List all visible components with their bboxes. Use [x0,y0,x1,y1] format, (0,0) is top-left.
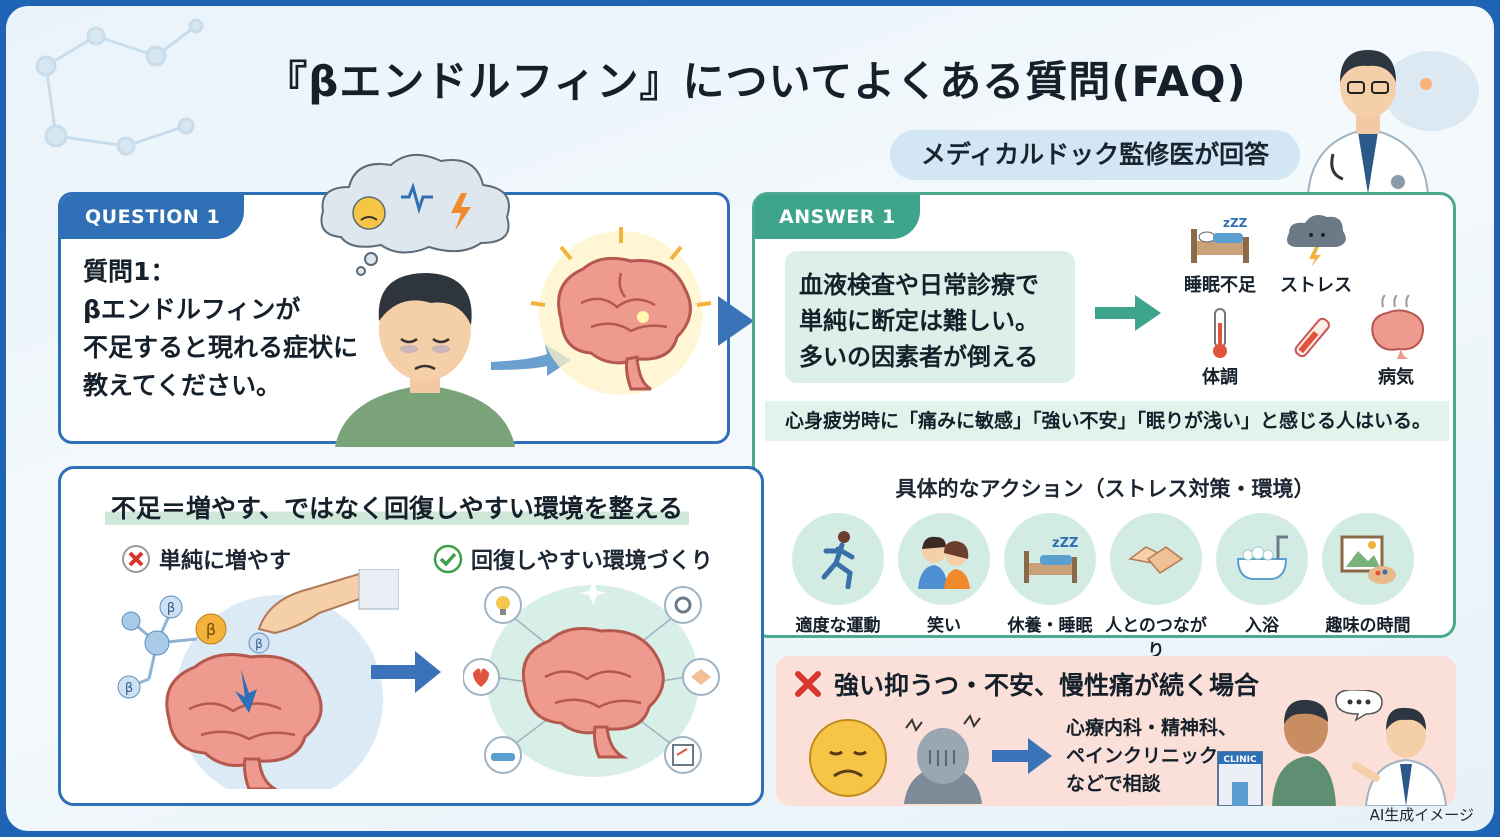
factor-sleep: zZZ 睡眠不足 [1175,215,1265,297]
arrow-right-icon [992,738,1052,774]
question-line: βエンドルフィンが [83,295,301,324]
action-label: 笑い [927,616,961,636]
thermometer-icon [1213,308,1227,358]
bed-icon: zZZ [1024,536,1078,583]
cross-icon [122,545,150,573]
factor-stress: ストレス [1271,211,1361,297]
molecule-decoration [35,18,204,156]
warning-line: ペインクリニック [1066,745,1219,767]
factor-label: 体調 [1202,367,1238,388]
tired-person-icon [335,273,515,447]
action-bath: 入浴 [1209,513,1315,636]
beta-label: β [125,681,133,696]
question-text: 質問1： βエンドルフィンが 不足すると現れる症状に 教えてください。 [83,253,358,405]
good-approach: 回復しやすい環境づくり [433,543,713,575]
action-label: 休養・睡眠 [1007,616,1093,636]
doctor-icon [1306,50,1430,194]
infographic-frame: 『βエンドルフィン』についてよくある質問(FAQ) メディカルドック監修医が回答… [6,6,1494,831]
action-label: 人とのつながり [1105,616,1207,661]
bad-approach: 単純に増やす [121,543,291,575]
answer-tab: ANSWER 1 [755,195,920,239]
painting-icon [1340,535,1396,584]
svg-text:zZZ: zZZ [1052,536,1078,551]
question-tab: QUESTION 1 [61,195,245,239]
action-laugh: 笑い [891,513,997,636]
factor-condition: 体調 [1175,307,1265,389]
clinic-consultation-icon: CLINIC [1217,690,1448,806]
action-hobby: 趣味の時間 [1315,513,1421,636]
recovery-title: 不足＝増やす、ではなく回復しやすい環境を整える [105,489,690,525]
bed-icon: zZZ [1191,216,1249,263]
sick-brain-icon [1371,295,1424,359]
brain-glow-icon [1383,51,1479,131]
storm-cloud-icon [1287,215,1346,267]
warning-line: 心療内科・精神科、 [1066,717,1238,739]
syringe-thermometer-icon [1294,317,1330,358]
thought-cloud-icon [320,154,510,276]
beta-label: β [255,637,263,651]
laughing-people-icon [918,536,970,589]
arrow-right-icon [371,651,441,693]
action-label: 適度な運動 [795,616,881,636]
sad-face-icon [809,719,887,797]
warning-title: 強い抑うつ・不安、慢性痛が続く場合 [794,666,1259,702]
bad-approach-label: 単純に増やす [159,549,292,574]
answer-line: 単純に断定は難しい。 [799,307,1039,335]
supervisor-badge: メディカルドック監修医が回答 [890,130,1300,180]
symptom-strip: 心身疲労時に「痛みに敏感」「強い不安」「眠りが浅い」と感じる人はいる。 [765,401,1449,441]
check-icon [433,544,463,574]
actions-title: 具体的なアクション（ストレス対策・環境） [895,477,1315,501]
warning-line: などで相談 [1066,773,1161,795]
factor-label: 病気 [1378,367,1414,388]
handshake-icon [1128,546,1184,574]
anxious-person-icon [904,713,982,804]
healthy-brain-environment-icon [463,581,720,777]
cross-icon [795,671,821,697]
ai-generated-caption: AI生成イメージ [1369,806,1474,824]
svg-text:zZZ: zZZ [1223,216,1248,230]
recovery-panel: 不足＝増やす、ではなく回復しやすい環境を整える 単純に増やす 回復しやすい環境づ… [58,466,764,806]
question-line: 教えてください。 [83,371,282,400]
action-exercise: 適度な運動 [785,513,891,636]
warning-title-text: 強い抑うつ・不安、慢性痛が続く場合 [834,671,1260,700]
factor-label: 睡眠不足 [1184,275,1256,296]
beta-label: β [167,601,175,616]
action-rest: zZZ 休養・睡眠 [997,513,1103,636]
question-line: 不足すると現れる症状に [83,333,359,362]
page-title: 『βエンドルフィン』についてよくある質問(FAQ) [265,57,1247,106]
glowing-brain-icon [530,227,712,395]
answer-text: 血液検査や日常診療で 単純に断定は難しい。 多いの因素者が倒える [785,251,1075,383]
action-label: 趣味の時間 [1325,616,1411,636]
arrow-right-icon [1095,295,1161,331]
answer-line: 血液検査や日常診療で [799,271,1039,299]
action-connection: 人とのつながり [1103,513,1209,661]
answer-panel: ANSWER 1 血液検査や日常診療で 単純に断定は難しい。 多いの因素者が倒え… [752,192,1456,661]
connector-arrow-icon [718,296,754,346]
answer-line: 多いの因素者が倒える [799,343,1039,371]
factor-illness: 病気 [1351,295,1441,389]
warning-advice: 心療内科・精神科、 ペインクリニック などで相談 [1066,714,1237,798]
question-line: 質問1： [83,257,176,286]
running-icon [821,531,855,589]
beta-label: β [206,620,216,639]
question-panel: QUESTION 1 質問1： βエンドルフィンが 不足すると現れる症状に 教え… [58,154,730,447]
factor-label: ストレス [1280,275,1352,296]
warning-panel: 強い抑うつ・不安、慢性痛が続く場合 心療内科・精神科、 ペインクリニック などで… [776,656,1456,806]
bathtub-icon [1236,535,1288,580]
clinic-sign: CLINIC [1223,755,1257,765]
good-approach-label: 回復しやすい環境づくり [471,549,713,574]
action-label: 入浴 [1245,616,1279,636]
brain-beta-injection-icon: β β β β [117,569,399,789]
